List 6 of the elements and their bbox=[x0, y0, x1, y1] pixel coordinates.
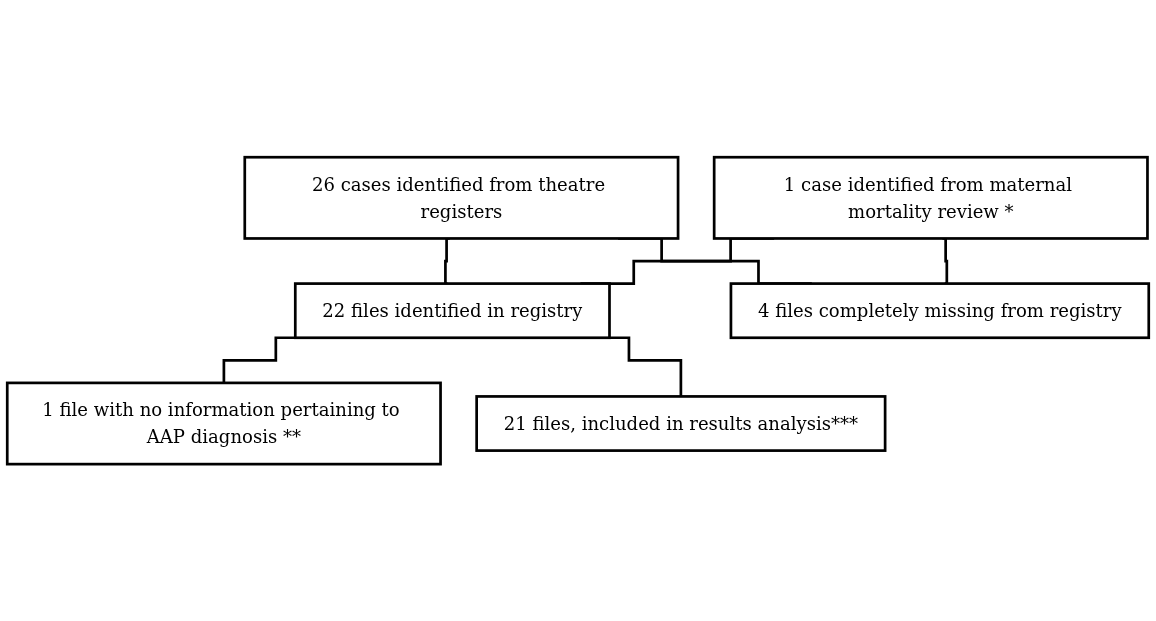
node-box: 1 case identified from maternal mortality review * bbox=[712, 155, 1149, 240]
node-box: 1 file with no information pertaining to AAP diagnosis ** bbox=[5, 381, 442, 466]
node-box: 21 files, included in results analysis*** bbox=[475, 394, 887, 452]
node-box: 22 files identified in registry bbox=[293, 282, 611, 339]
node-box: 4 files completely missing from registry bbox=[729, 282, 1151, 339]
node-box: 26 cases identified from theatre registers bbox=[243, 155, 680, 240]
